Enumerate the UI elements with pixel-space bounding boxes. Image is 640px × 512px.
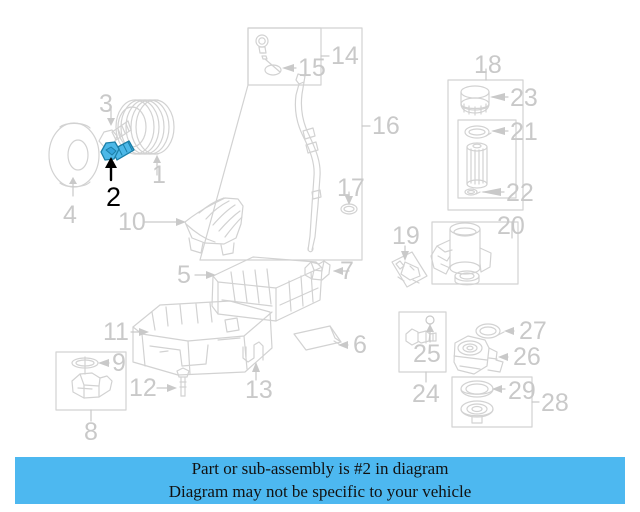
callout-20: 20 (497, 212, 525, 240)
callout-9: 9 (112, 349, 126, 377)
callout-5: 5 (177, 261, 191, 289)
part-22-o-ring-small (464, 188, 481, 196)
leader-10 (143, 218, 186, 226)
part-1-crankshaft-pulley (115, 99, 175, 155)
callout-22: 22 (506, 179, 534, 207)
part-20-housing-body (430, 222, 492, 286)
callout-10: 10 (118, 208, 146, 236)
part-11-lower-oil-pan (132, 300, 273, 376)
callout-28: 28 (541, 389, 569, 417)
part-4-seal-flange (48, 122, 100, 188)
callout-8: 8 (84, 418, 98, 446)
leader-3 (107, 105, 115, 126)
part-23-filter-cap (460, 85, 490, 116)
leader-19 (401, 245, 409, 261)
leader-23 (490, 93, 509, 101)
leader-25 (425, 315, 435, 343)
leader-2-active (105, 157, 117, 182)
part-6-gasket-strip (293, 325, 342, 351)
notice-line-1: Part or sub-assembly is #2 in diagram (191, 459, 449, 479)
callout-17: 17 (337, 174, 365, 202)
part-3-bolt (98, 120, 132, 149)
callout-15: 15 (298, 54, 326, 82)
part-28-thermostat (460, 400, 494, 424)
notice-banner: Part or sub-assembly is #2 in diagram Di… (15, 457, 625, 504)
leader-21 (491, 127, 509, 135)
part-12-drain-plug (176, 367, 190, 397)
part-16-outer-frame (199, 27, 363, 261)
part-13-clip (242, 341, 264, 363)
part-26-oil-cooler (453, 335, 504, 375)
part-24-box (398, 311, 447, 373)
part-10-windage-tray (184, 197, 244, 256)
callout-27: 27 (519, 317, 547, 345)
part-29-thermostat-seal (460, 380, 494, 398)
callout-18: 18 (474, 51, 502, 79)
callout-11: 11 (103, 318, 129, 346)
part-16-dipstick-tube (294, 73, 322, 253)
notice-line-2: Diagram may not be specific to your vehi… (168, 481, 472, 501)
leader-29 (492, 385, 506, 393)
part-2-pulley-bolt-highlighted (100, 140, 135, 161)
callout-2-active: 2 (106, 182, 122, 212)
callout-4: 4 (63, 201, 77, 229)
part-19-bracket-small (391, 251, 428, 288)
part-17-o-ring (340, 203, 358, 215)
leader-15 (282, 64, 297, 72)
leader-7 (333, 267, 350, 275)
callout-12: 12 (129, 374, 157, 402)
leader-9 (98, 359, 110, 367)
callout-3: 3 (99, 90, 113, 118)
leader-11 (130, 328, 149, 336)
callout-6: 6 (353, 331, 367, 359)
part-27-o-ring (475, 323, 505, 339)
leader-22 (481, 188, 505, 196)
leader-17 (345, 191, 353, 205)
callout-24: 24 (412, 380, 440, 408)
part-20-filter-element (466, 142, 488, 189)
leader-1 (153, 155, 161, 176)
leader-4 (69, 177, 77, 197)
leader-6 (338, 341, 349, 349)
diagram-canvas (48, 27, 540, 428)
callout-7: 7 (340, 257, 354, 285)
callout-21: 21 (510, 118, 538, 146)
callout-26: 26 (513, 343, 541, 371)
part-21-o-ring-large (464, 125, 492, 139)
part-7-bracket (304, 260, 331, 281)
callout-23: 23 (510, 84, 538, 112)
callout-16: 16 (372, 112, 400, 140)
callout-14: 14 (331, 42, 359, 70)
leader-13 (252, 362, 260, 381)
callout-1: 1 (152, 161, 166, 189)
leader-26 (498, 353, 509, 361)
leader-12 (156, 384, 177, 392)
callout-25: 25 (413, 340, 441, 368)
callout-19: 19 (392, 222, 420, 250)
part-20-inner-box (457, 119, 517, 199)
part-5-upper-oil-pan (211, 256, 323, 322)
part-15-dipstick (255, 34, 282, 76)
leader-27 (504, 327, 515, 335)
callout-29: 29 (508, 377, 536, 405)
leader-5 (194, 271, 216, 279)
callout-13: 13 (245, 376, 273, 404)
